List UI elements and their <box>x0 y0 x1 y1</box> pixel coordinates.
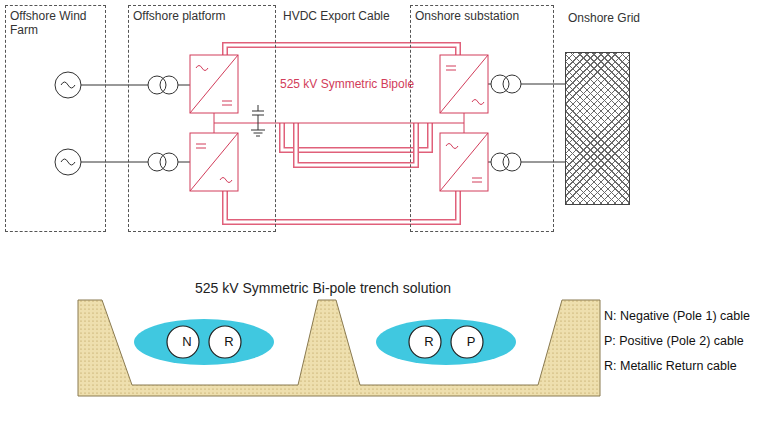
transformer-symbol <box>148 153 166 171</box>
ac-wire <box>81 84 565 162</box>
cable-letter: N <box>166 325 208 359</box>
transformer-symbol <box>148 76 166 94</box>
hvdc-cable <box>225 45 458 222</box>
transformer-symbol <box>491 75 509 93</box>
converter-marks <box>190 55 238 113</box>
transformer-symbol <box>160 76 178 94</box>
transformer-symbol <box>491 153 509 171</box>
trench-ground <box>78 300 600 396</box>
cable-bundle <box>376 319 516 365</box>
converter-marks <box>190 133 238 191</box>
converter-marks <box>222 101 232 105</box>
zone-box: Onshore substation <box>410 5 554 232</box>
converter-marks <box>220 178 232 183</box>
transformer-symbol <box>160 153 178 171</box>
cable-circle: N <box>166 325 208 359</box>
ac-wire <box>178 162 190 163</box>
converter-marks <box>440 55 488 113</box>
ground-symbol <box>258 105 259 111</box>
zone-box: Offshore Wind Farm <box>5 5 106 232</box>
cable-letter: P <box>450 325 492 359</box>
converter-marks <box>472 178 482 182</box>
ac-wire <box>81 162 148 163</box>
converter-marks <box>196 66 208 71</box>
transformer-symbol <box>503 75 521 93</box>
grid-box: Onshore Grid <box>565 52 630 205</box>
ac-wire <box>81 85 148 86</box>
cable-circle: R <box>408 325 450 359</box>
ground-symbol <box>251 130 265 136</box>
zone-heading: Offshore Wind Farm <box>6 6 105 41</box>
generator-symbol <box>55 72 81 175</box>
key-entry: P: Positive (Pole 2) cable <box>604 334 744 348</box>
hvdc-cable <box>225 45 458 55</box>
converter-marks <box>440 133 488 191</box>
zone-heading: Onshore Grid <box>568 11 640 25</box>
cable-circle: P <box>450 325 492 359</box>
hvdc-cable <box>282 123 430 150</box>
cable-circle: R <box>208 325 250 359</box>
neutral-line <box>214 123 464 124</box>
generator-symbol <box>55 149 81 175</box>
hvdc-cable <box>225 191 458 222</box>
cable-letter: R <box>208 325 250 359</box>
generator-symbol <box>61 159 75 165</box>
ground-symbol <box>252 115 264 116</box>
converter-marks <box>190 55 488 191</box>
ground-symbol <box>258 115 259 123</box>
converter-symbol <box>190 55 238 113</box>
ground-symbol <box>251 105 265 136</box>
hvdc-cable <box>282 123 430 150</box>
ac-wire <box>521 84 565 85</box>
hvdc-cable <box>225 191 458 222</box>
trench-title: 525 kV Symmetric Bi-pole trench solution <box>195 280 451 296</box>
transformer-symbol <box>503 153 521 171</box>
zone-box: Offshore platform <box>128 5 276 232</box>
cable-letter: R <box>408 325 450 359</box>
neutral-line <box>464 113 465 133</box>
hvdc-cable <box>225 45 458 55</box>
bipole-label: 525 kV Symmetric Bipole <box>280 77 414 91</box>
converter-marks <box>196 144 206 148</box>
converter-symbol <box>440 55 488 113</box>
ac-wire <box>178 85 190 86</box>
converter-symbol <box>190 55 488 191</box>
generator-symbol <box>55 72 81 98</box>
ac-wire <box>521 162 565 163</box>
zone-heading: Offshore platform <box>129 6 275 26</box>
converter-marks <box>446 144 458 149</box>
converter-symbol <box>440 133 488 191</box>
hvdc-cable <box>296 123 416 165</box>
converter-symbol <box>190 133 238 191</box>
cable-bundle <box>134 319 274 365</box>
section-heading: HVDC Export Cable <box>283 9 390 23</box>
converter-marks <box>446 66 456 70</box>
generator-symbol <box>61 82 75 88</box>
key-entry: N: Negative (Pole 1) cable <box>604 309 750 323</box>
hvdc-cable <box>296 123 416 165</box>
key-entry: R: Metallic Return cable <box>604 359 737 373</box>
zone-heading: Onshore substation <box>411 6 553 26</box>
converter-marks <box>472 100 484 105</box>
ground-symbol <box>258 123 259 130</box>
